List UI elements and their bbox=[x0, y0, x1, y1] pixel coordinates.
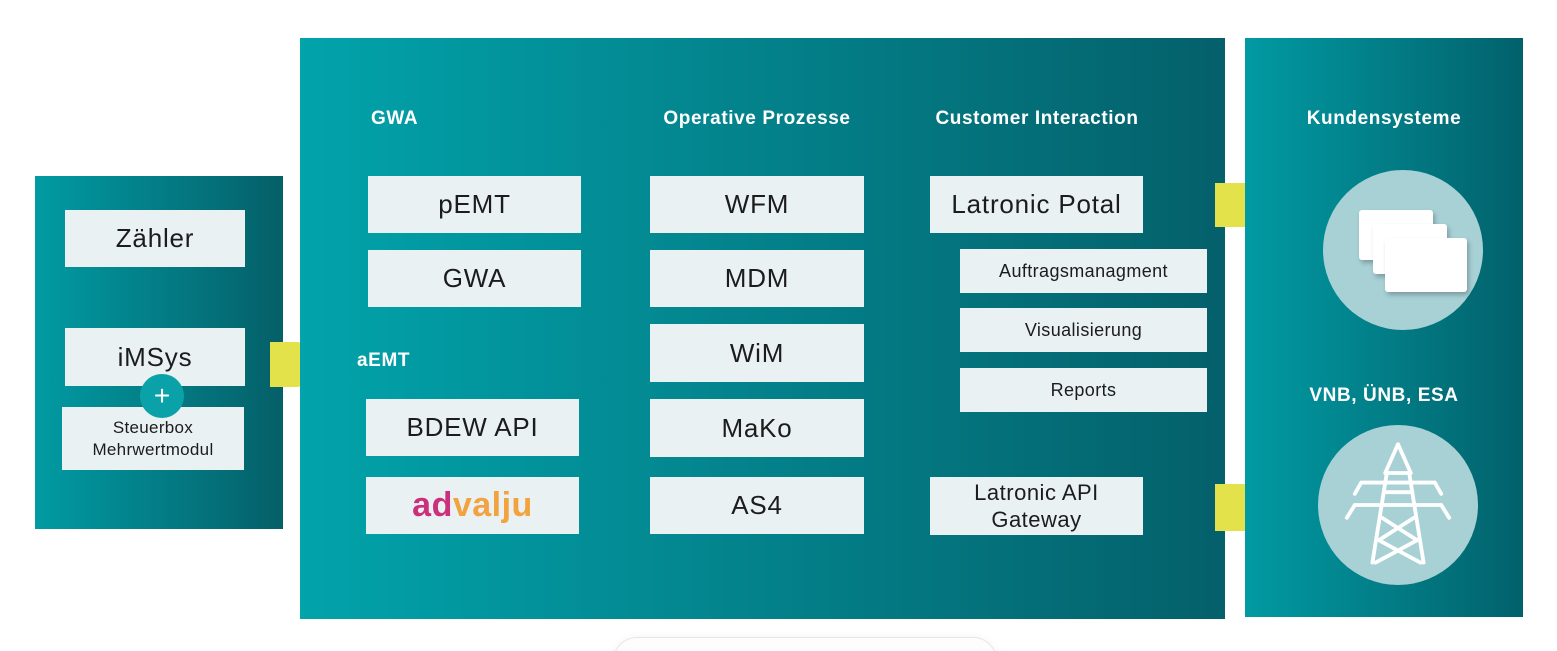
latronic-api-gateway-label-line2: Gateway bbox=[991, 507, 1082, 532]
auftragsmanagement-box: Auftragsmanagment bbox=[960, 249, 1207, 293]
latronic-api-gateway-label-line1: Latronic API bbox=[974, 479, 1099, 505]
bdew-api-label: BDEW API bbox=[406, 412, 539, 442]
latronic-api-gateway-box: Latronic API Gateway bbox=[930, 477, 1143, 535]
wfm-label: WFM bbox=[724, 189, 790, 219]
kundensysteme-circle bbox=[1323, 170, 1483, 330]
steuerbox-label-line2: Mehrwertmodul bbox=[92, 439, 214, 459]
steuerbox-box: Steuerbox Mehrwertmodul bbox=[62, 407, 244, 470]
plus-icon: + bbox=[140, 374, 184, 418]
bottom-card bbox=[613, 637, 997, 651]
zaehler-box: Zähler bbox=[65, 210, 245, 267]
vnb-circle bbox=[1318, 425, 1478, 585]
plus-label: + bbox=[153, 380, 171, 411]
auftragsmanagement-label: Auftragsmanagment bbox=[999, 260, 1168, 281]
mdm-label: MDM bbox=[724, 263, 790, 293]
visualisierung-label: Visualisierung bbox=[1024, 319, 1143, 340]
wfm-box: WFM bbox=[650, 176, 864, 233]
mdm-box: MDM bbox=[650, 250, 864, 307]
wim-box: WiM bbox=[650, 324, 864, 382]
customer-column-header: Customer Interaction bbox=[935, 108, 1139, 129]
reports-label: Reports bbox=[1050, 379, 1117, 400]
reports-box: Reports bbox=[960, 368, 1207, 412]
ops-column-header: Operative Prozesse bbox=[663, 108, 851, 129]
latronic-portal-label: Latronic Potal bbox=[951, 189, 1122, 219]
steuerbox-label-line1: Steuerbox bbox=[112, 418, 194, 438]
pemt-label: pEMT bbox=[438, 189, 511, 219]
pemt-box: pEMT bbox=[368, 176, 581, 233]
bdew-api-box: BDEW API bbox=[366, 399, 579, 456]
kundensysteme-header: Kundensysteme bbox=[1306, 108, 1462, 129]
gwa-box: GWA bbox=[368, 250, 581, 307]
as4-label: AS4 bbox=[731, 490, 783, 520]
visualisierung-box: Visualisierung bbox=[960, 308, 1207, 352]
imsys-label: iMSys bbox=[117, 341, 193, 372]
advalju-box: advalju bbox=[366, 477, 579, 534]
gwa-label: GWA bbox=[442, 263, 507, 293]
stacked-cards-icon bbox=[1323, 170, 1483, 330]
zaehler-label: Zähler bbox=[115, 223, 195, 253]
advalju-logo-ad: ad bbox=[412, 486, 453, 524]
mako-box: MaKo bbox=[650, 399, 864, 457]
vnb-uenb-esa-header: VNB, ÜNB, ESA bbox=[1309, 385, 1459, 406]
transmission-tower-icon bbox=[1344, 442, 1452, 565]
advalju-logo: advalju bbox=[412, 486, 533, 525]
advalju-logo-valju: valju bbox=[452, 486, 533, 524]
latronic-portal-box: Latronic Potal bbox=[930, 176, 1143, 233]
mako-label: MaKo bbox=[721, 412, 793, 443]
gwa-column-header: GWA bbox=[371, 108, 419, 129]
aemt-column-header: aEMT bbox=[357, 350, 411, 371]
wim-label: WiM bbox=[729, 337, 785, 368]
as4-box: AS4 bbox=[650, 477, 864, 534]
